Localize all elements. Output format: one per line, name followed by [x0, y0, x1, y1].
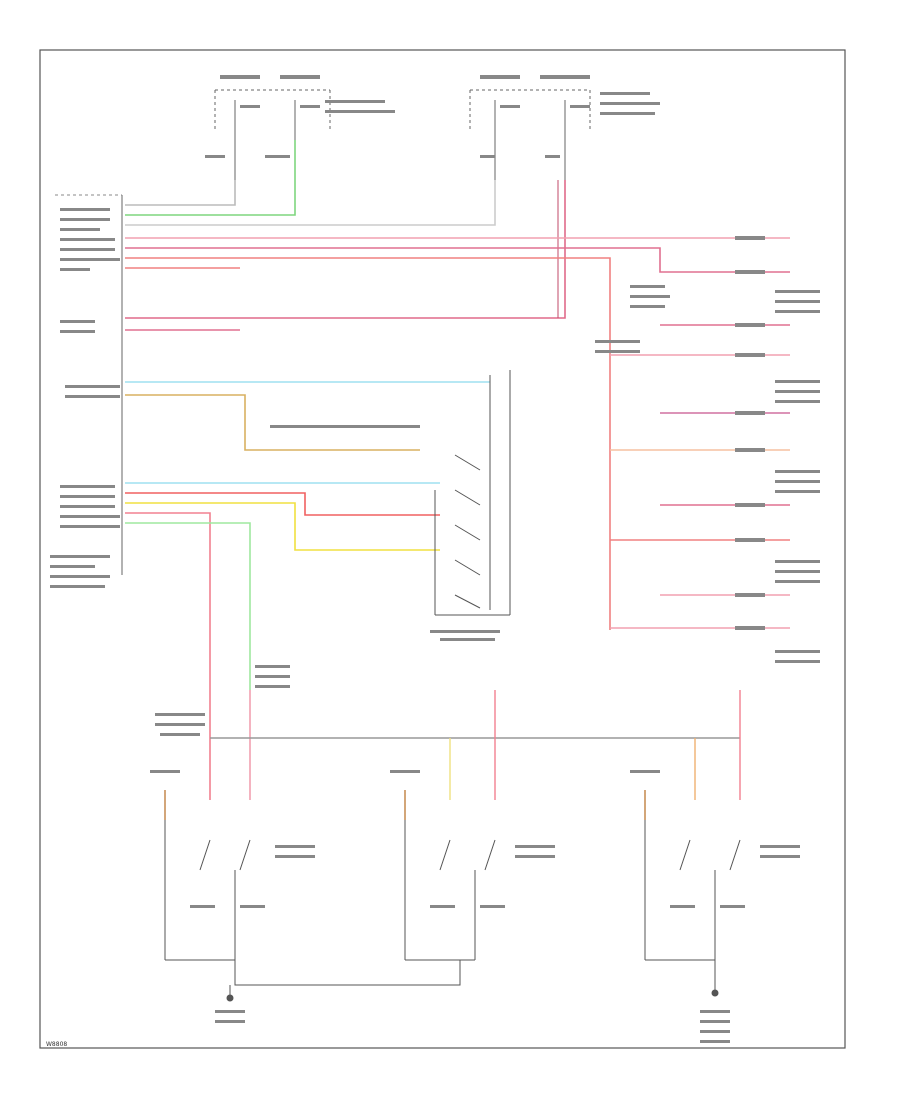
door-switch-left — [150, 770, 315, 961]
ground-return — [226, 960, 719, 1002]
fuse-panel-left — [214, 89, 331, 180]
bottom-bus — [210, 690, 741, 800]
switch-leads — [164, 790, 646, 820]
door-switch-right — [630, 770, 800, 990]
right-actuator-labels — [595, 236, 820, 663]
fuse-wires — [125, 140, 566, 319]
lock-output-wires — [125, 237, 790, 630]
diagram-border — [39, 49, 846, 1049]
door-switch-middle — [390, 770, 555, 961]
central-security-module — [50, 194, 123, 588]
fuse-labels — [205, 75, 660, 158]
footer-code: W8808 — [46, 1041, 67, 1048]
switch-wires — [125, 381, 490, 800]
ground-labels — [215, 1010, 730, 1043]
fuse-panel-right — [469, 89, 591, 180]
bus-labels — [155, 665, 290, 736]
switch-assembly — [270, 370, 511, 641]
